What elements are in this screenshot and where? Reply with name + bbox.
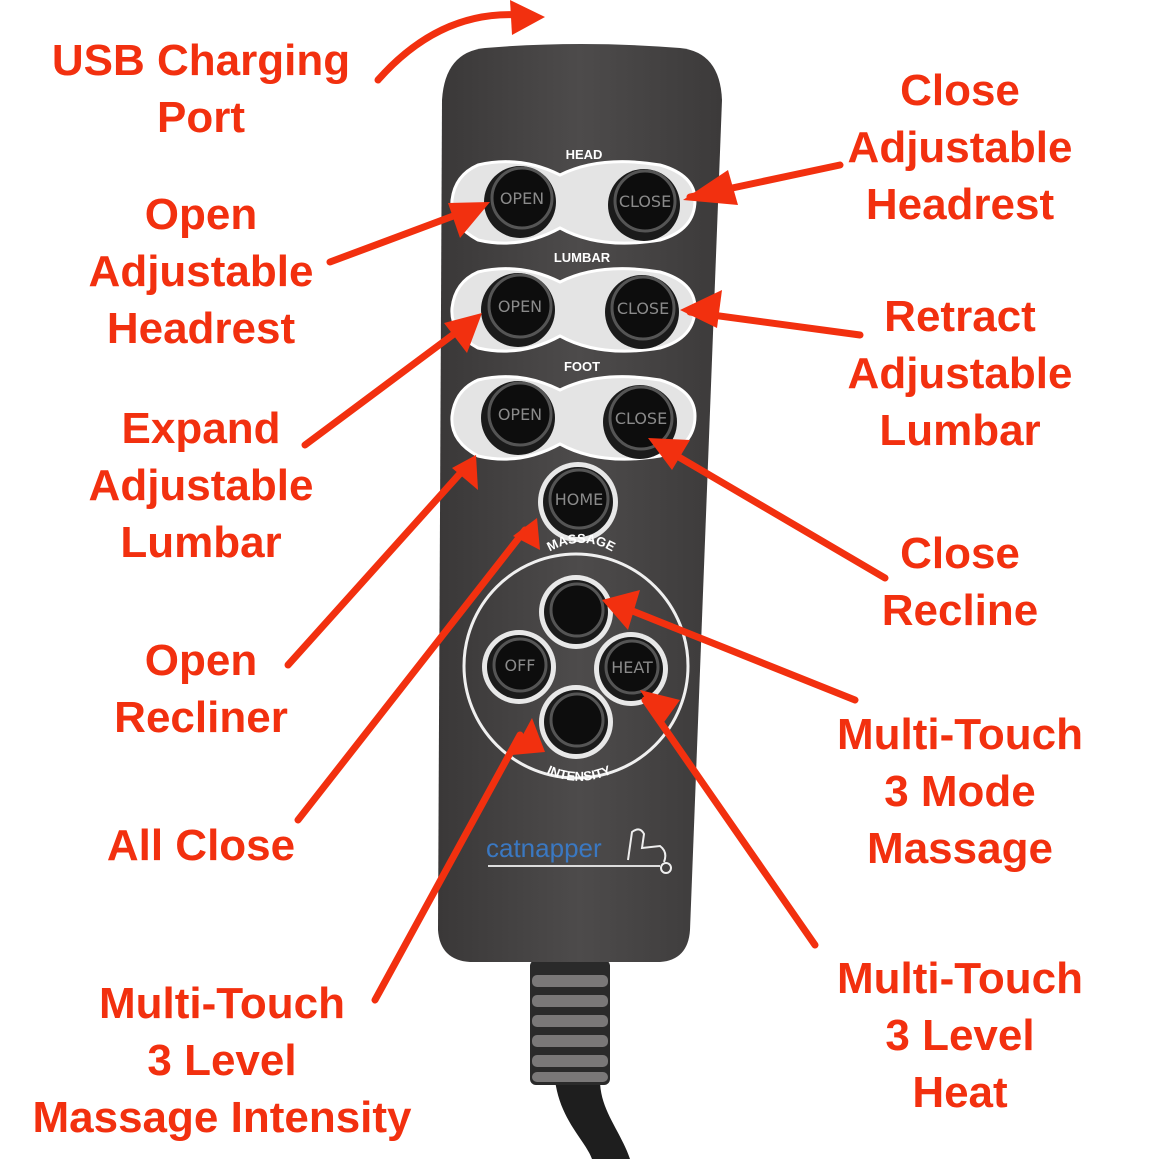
- label-line: All Close: [106, 821, 296, 870]
- section-lumbar-label: LUMBAR: [554, 250, 611, 265]
- label-line: Adjustable: [847, 123, 1073, 172]
- label-line: Headrest: [865, 180, 1055, 229]
- label-line: Expand: [121, 404, 281, 453]
- arrowheads: [444, 0, 738, 755]
- svg-text:INTENSITY: INTENSITY: [545, 762, 613, 784]
- svg-text:HOME: HOME: [555, 490, 604, 509]
- svg-text:HEAT: HEAT: [611, 658, 653, 677]
- label-line: Close: [900, 529, 1020, 578]
- label-close-recline: Close Recline: [882, 525, 1039, 639]
- head-close-button[interactable]: CLOSE: [608, 169, 680, 241]
- label-usb-charging-port: USB Charging Port: [52, 32, 350, 146]
- label-retract-lumbar: Retract Adjustable Lumbar: [848, 288, 1073, 459]
- label-line: Port: [156, 93, 245, 142]
- label-line: Multi-Touch: [837, 710, 1083, 759]
- label-line: Massage Intensity: [32, 1093, 412, 1142]
- brand-logo: catnapper: [486, 833, 602, 863]
- label-line: Heat: [912, 1068, 1008, 1117]
- label-open-recliner: Open Recliner: [114, 632, 288, 746]
- foot-open-button[interactable]: OPEN: [481, 381, 555, 455]
- massage-mode-button[interactable]: [539, 575, 613, 649]
- label-line: Lumbar: [879, 406, 1041, 455]
- massage-ring: MASSAGE INTENSITY: [462, 531, 690, 784]
- label-line: 3 Level: [885, 1011, 1035, 1060]
- label-all-close: All Close: [107, 817, 295, 874]
- svg-text:CLOSE: CLOSE: [617, 299, 669, 318]
- label-line: 3 Level: [147, 1036, 297, 1085]
- svg-text:MASSAGE: MASSAGE: [544, 531, 618, 554]
- label-expand-lumbar: Expand Adjustable Lumbar: [89, 400, 314, 571]
- svg-text:OPEN: OPEN: [498, 297, 542, 316]
- recliner-logo-icon: [627, 828, 672, 874]
- label-line: Lumbar: [120, 518, 282, 567]
- cable: [530, 960, 630, 1159]
- label-close-headrest: Close Adjustable Headrest: [848, 62, 1073, 233]
- label-line: Recliner: [114, 693, 288, 742]
- label-line: Adjustable: [88, 247, 314, 296]
- svg-text:OFF: OFF: [505, 656, 536, 675]
- svg-text:OPEN: OPEN: [498, 405, 542, 424]
- home-button[interactable]: HOME: [538, 462, 618, 542]
- heat-button[interactable]: HEAT: [594, 632, 668, 706]
- section-foot-label: FOOT: [564, 359, 600, 374]
- label-open-headrest: Open Adjustable Headrest: [89, 186, 314, 357]
- section-head-label: HEAD: [566, 147, 603, 162]
- label-line: Multi-Touch: [837, 954, 1083, 1003]
- label-line: Close: [900, 66, 1020, 115]
- label-line: Headrest: [106, 304, 296, 353]
- label-massage-intensity: Multi-Touch 3 Level Massage Intensity: [32, 975, 411, 1146]
- svg-text:CLOSE: CLOSE: [615, 409, 667, 428]
- label-line: Multi-Touch: [99, 979, 345, 1028]
- label-massage-mode: Multi-Touch 3 Mode Massage: [837, 706, 1083, 877]
- svg-text:CLOSE: CLOSE: [619, 192, 671, 211]
- label-line: Retract: [884, 292, 1036, 341]
- lumbar-open-button[interactable]: OPEN: [481, 273, 555, 347]
- intensity-button[interactable]: [539, 685, 613, 759]
- svg-text:OPEN: OPEN: [500, 189, 544, 208]
- massage-off-button[interactable]: OFF: [482, 630, 556, 704]
- label-line: Open: [144, 636, 258, 685]
- head-open-button[interactable]: OPEN: [484, 166, 556, 238]
- label-line: 3 Mode: [884, 767, 1036, 816]
- label-heat: Multi-Touch 3 Level Heat: [837, 950, 1083, 1121]
- label-line: Adjustable: [847, 349, 1073, 398]
- label-line: Massage: [867, 824, 1053, 873]
- lumbar-close-button[interactable]: CLOSE: [605, 275, 679, 349]
- label-line: Open: [144, 190, 258, 239]
- label-line: Adjustable: [88, 461, 314, 510]
- label-line: Recline: [881, 586, 1039, 635]
- label-line: USB Charging: [51, 36, 351, 85]
